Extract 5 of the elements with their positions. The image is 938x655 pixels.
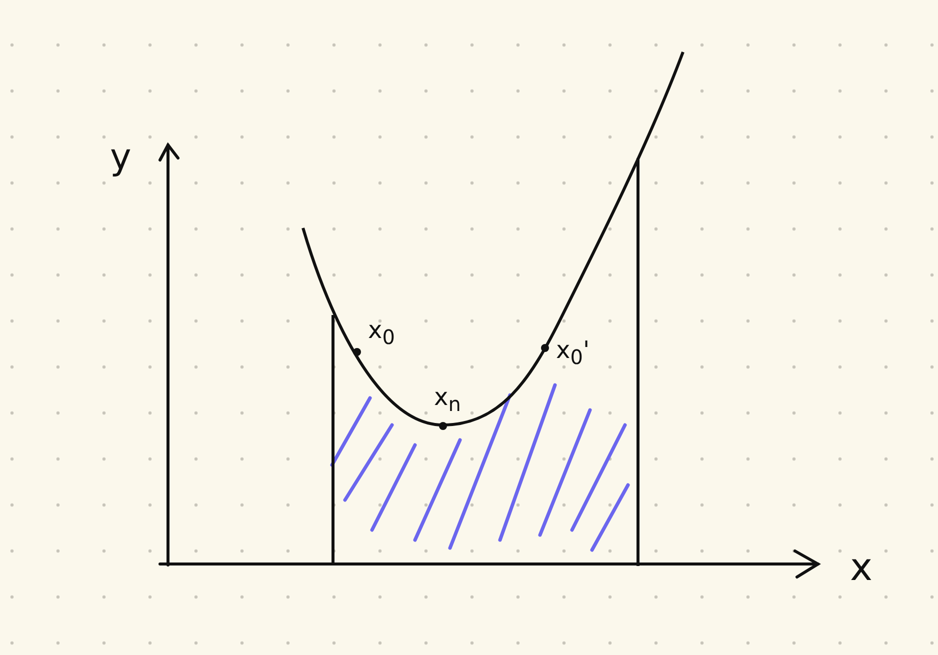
point-label: x$_{n}$ [434, 385, 461, 414]
point-label: x$_{0}$' [556, 338, 590, 367]
point-label: x$_{0}$ [368, 318, 395, 347]
axis-label: x [850, 548, 872, 586]
axis-label: y [110, 140, 132, 176]
